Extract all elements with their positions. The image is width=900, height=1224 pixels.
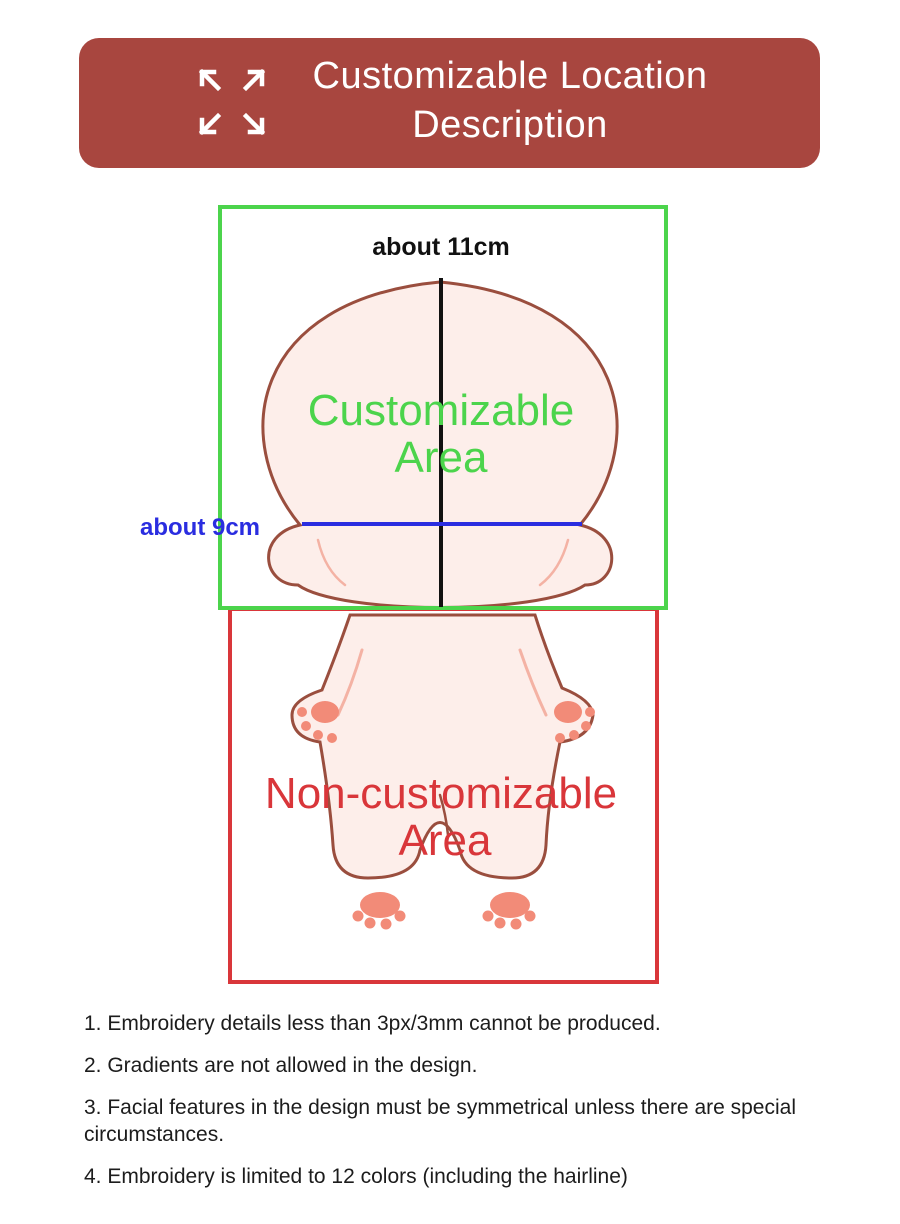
note-4: 4. Embroidery is limited to 12 colors (i…	[84, 1165, 628, 1188]
height-label: about 9cm	[140, 514, 260, 541]
doll-diagram: about 11cm about 9cm Customizable Area N…	[140, 205, 668, 984]
note-2: 2. Gradients are not allowed in the desi…	[84, 1054, 478, 1077]
expand-arrows-icon	[198, 68, 266, 136]
doll-body	[290, 613, 595, 880]
note-3: 3. Facial features in the design must be…	[84, 1096, 797, 1146]
customizable-area-box	[218, 205, 668, 610]
noncustomizable-label-line-1: Non-customizable	[265, 769, 617, 818]
notes-list: 1. Embroidery details less than 3px/3mm …	[84, 1010, 874, 1205]
customizable-label-line-2: Area	[395, 433, 488, 482]
noncustomizable-label-line-2: Area	[399, 816, 492, 865]
header-banner	[79, 38, 820, 168]
width-label: about 11cm	[372, 233, 510, 261]
title-line-1: Customizable Location	[312, 55, 708, 97]
customizable-label-line-1: Customizable	[308, 386, 575, 435]
page-title: Customizable Location Description	[290, 52, 730, 150]
title-line-2: Description	[412, 104, 608, 146]
hand-paw-pads	[297, 701, 595, 743]
note-1: 1. Embroidery details less than 3px/3mm …	[84, 1012, 661, 1035]
foot-paw-pads	[352, 892, 536, 930]
